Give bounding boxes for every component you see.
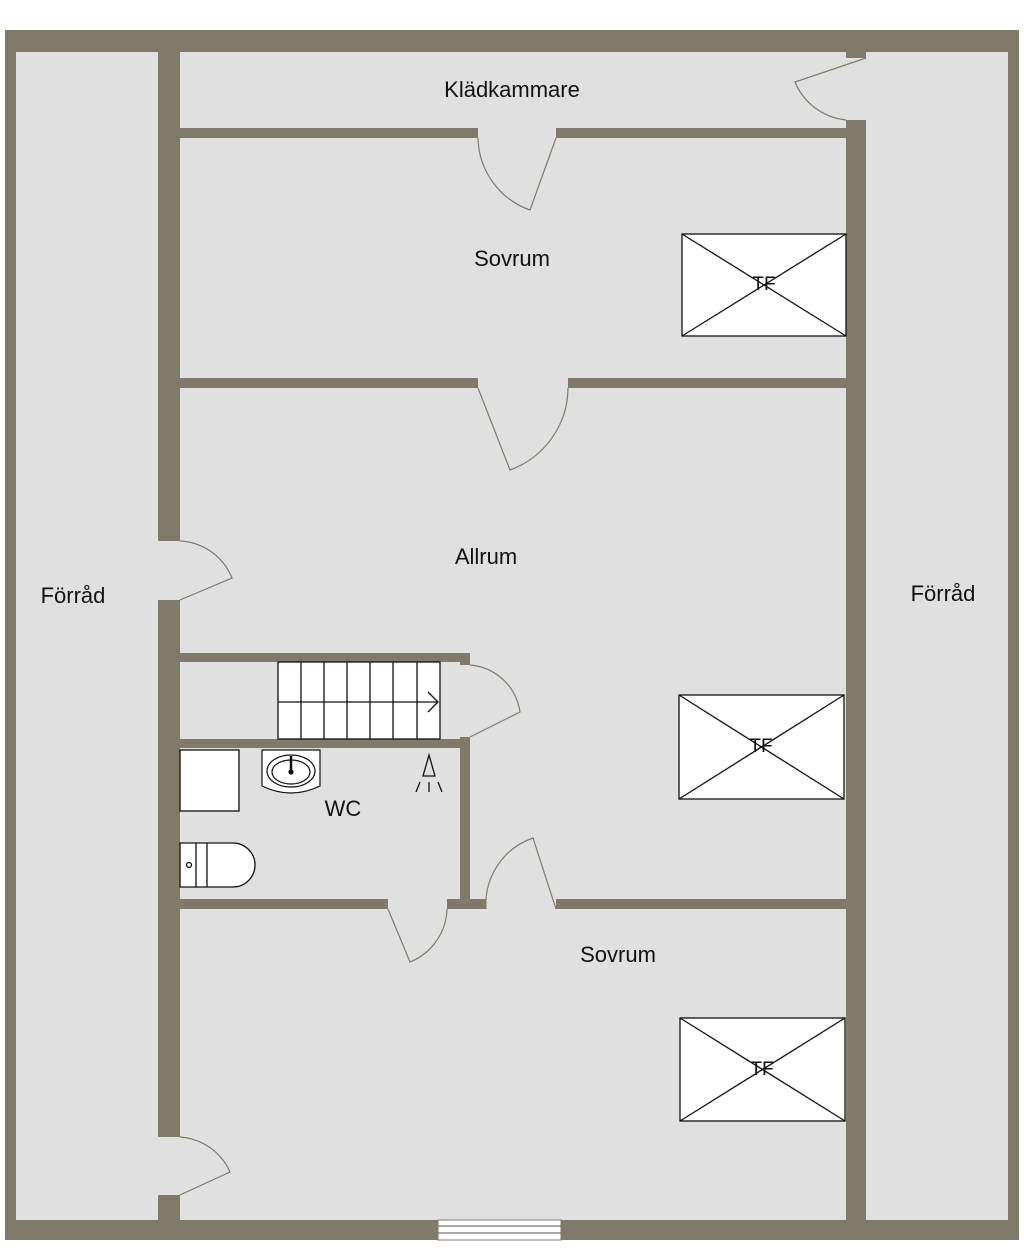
doors	[179, 57, 867, 1196]
tf-label: TF	[749, 736, 773, 757]
shower-icon	[415, 752, 443, 793]
sink-icon	[261, 749, 321, 794]
staircase	[277, 661, 441, 740]
room-label-forrad-left: Förråd	[40, 583, 106, 608]
room-label-wc: WC	[324, 796, 362, 821]
interior-walls	[158, 52, 866, 1220]
tf-hatches	[678, 233, 847, 1122]
room-label-allrum: Allrum	[454, 544, 518, 569]
room-label-sovrum-bottom: Sovrum	[580, 942, 656, 967]
shower-tray	[179, 749, 240, 812]
room-label-kladkammare: Klädkammare	[444, 77, 580, 102]
toilet-icon	[179, 842, 256, 888]
tf-label: TF	[752, 274, 776, 295]
room-label-forrad-right: Förråd	[910, 581, 976, 606]
tf-label: TF	[750, 1059, 774, 1080]
room-label-sovrum-top: Sovrum	[474, 246, 550, 271]
window	[437, 1219, 562, 1241]
